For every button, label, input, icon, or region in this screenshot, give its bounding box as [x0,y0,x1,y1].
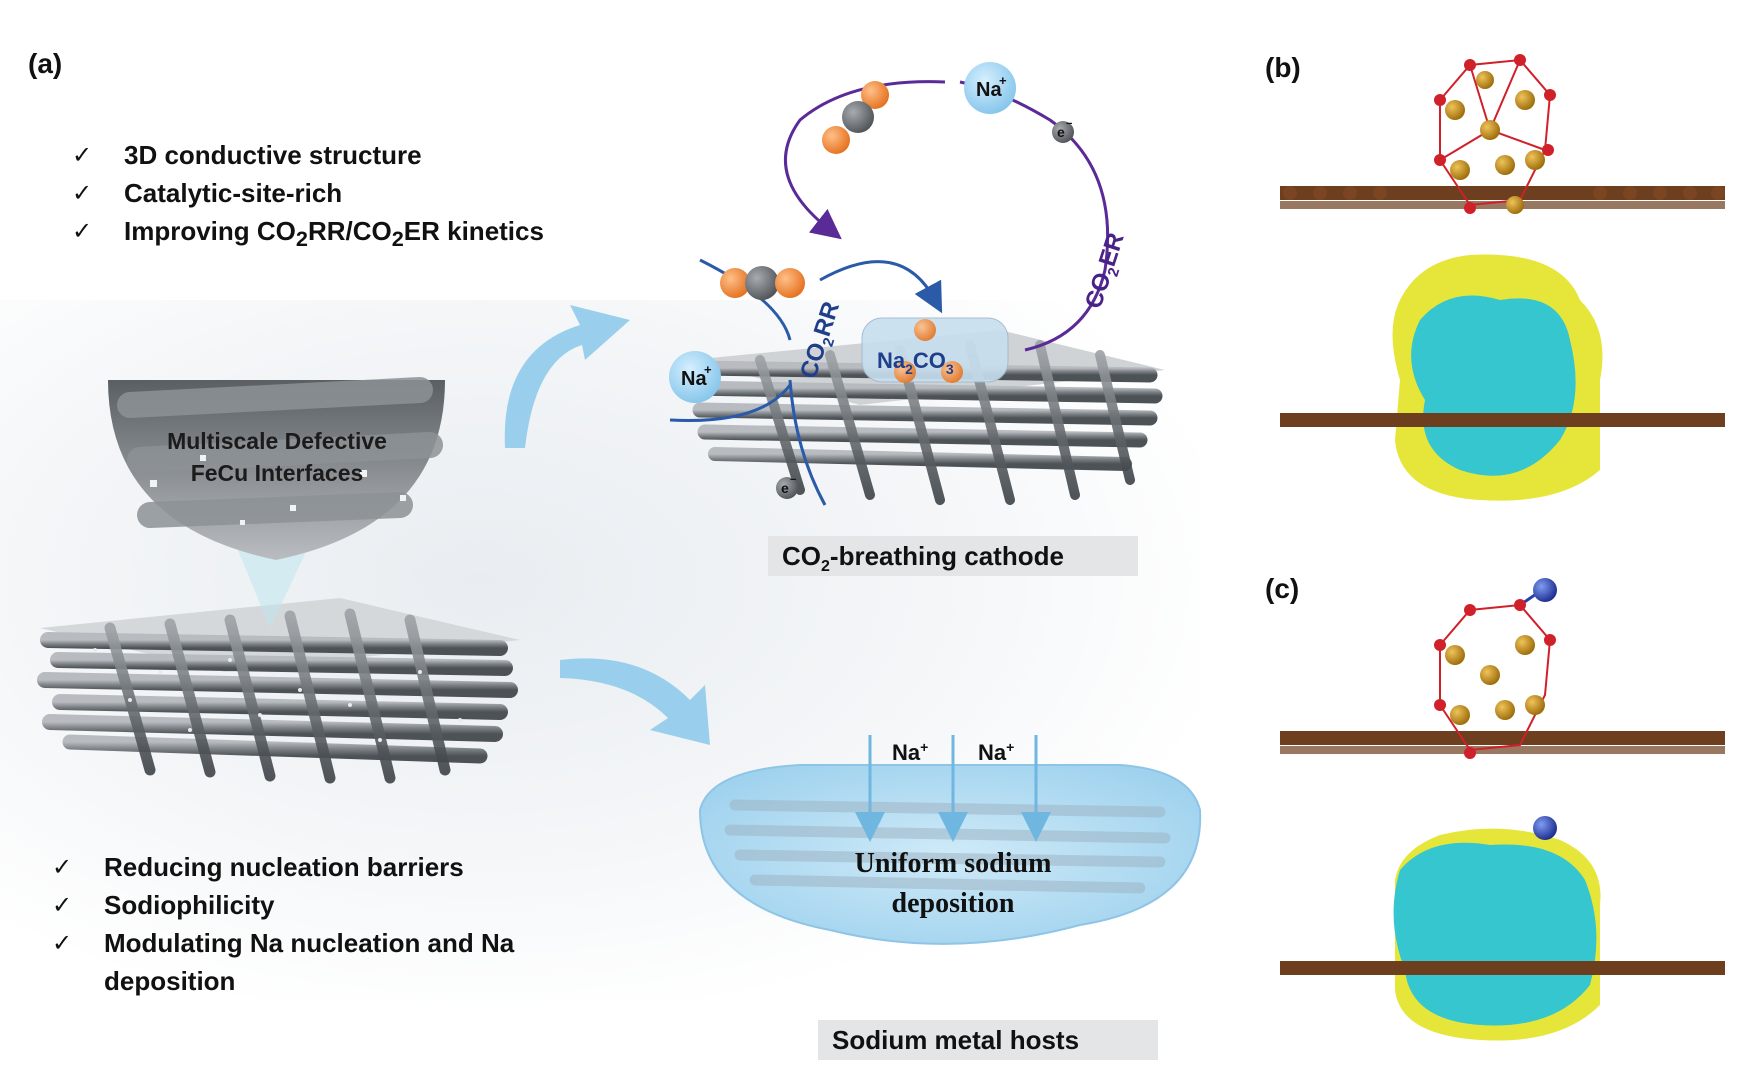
electron-top: e − [1052,118,1074,143]
feature-list-top: ✓ 3D conductive structure ✓ Catalytic-site… [72,136,544,258]
co2rr-arrow [819,260,943,314]
na-ion-top-label: Na [976,79,1002,101]
interface-label: Multiscale Defective FeCu Interfaces [118,425,436,489]
electron-top-charge: − [1066,118,1072,130]
na-ion-top-charge: + [999,73,1007,88]
co2er-return-arc [784,80,946,240]
na2co3-product [861,317,1009,383]
electron-top-label: e [1057,124,1065,140]
feature-text: 3D conductive structure [124,140,422,170]
interface-label-line1: Multiscale Defective [167,428,387,454]
structure-c-top [1280,578,1725,759]
co2rr-electron-path [788,379,827,506]
panel-label-c: (c) [1265,573,1300,604]
co2rr-sodium-arc [669,384,792,423]
feature-text: Catalytic-site-rich [124,178,343,208]
co2-molecule-left [720,266,805,300]
scaffold-lattice-left [37,598,520,784]
check-icon: ✓ [72,217,93,245]
uniform-deposition-line2: deposition [892,888,1015,919]
structure-b-top [1280,54,1725,214]
panel-label-a: (a) [28,48,63,79]
feature-text: Modulating Na nucleation and Na depositi… [104,928,515,996]
feature-text: Reducing nucleation barriers [104,852,464,882]
na-atom-c-top [1533,578,1557,602]
na2co3-label: Na2CO3 [877,348,954,377]
na-ion-left: Na + [669,351,721,403]
check-icon: ✓ [52,891,73,919]
structure-b-charge [1280,254,1725,501]
panel-label-b: (b) [1265,52,1301,83]
sodium-na-ion-left: Na+ [892,739,928,765]
electron-bottom: e − [776,474,798,499]
check-icon: ✓ [52,853,73,881]
sodium-host [698,735,1202,945]
co2rr-left-arc [699,258,792,341]
electron-bottom-label: e [781,480,789,496]
feature-item: ✓ Sodiophilicity [52,886,642,924]
sodium-host-caption: Sodium metal hosts [818,1020,1158,1060]
na-ion-left-charge: + [704,362,712,377]
feature-text: Sodiophilicity [104,890,275,920]
feature-text: Improving CO2RR/CO2ER kinetics [124,216,544,252]
check-icon: ✓ [72,141,93,169]
na-ion-left-label: Na [681,368,707,390]
feature-item: ✓ Catalytic-site-rich [72,174,544,212]
feature-list-bottom: ✓ Reducing nucleation barriers ✓ Sodiophil… [52,848,642,1000]
electron-bottom-charge: − [790,474,796,486]
co2er-loop [959,80,1110,352]
structure-c-charge [1280,816,1725,1041]
feature-item: ✓ Reducing nucleation barriers [52,848,642,886]
arrow-to-sodium-host [560,658,710,745]
feature-item: ✓ Modulating Na nucleation and Na deposit… [52,924,642,1000]
magnified-inset [108,377,445,628]
sodium-na-ion-right: Na+ [978,739,1014,765]
uniform-deposition-line1: Uniform sodium [855,848,1052,879]
check-icon: ✓ [52,929,73,957]
co2-molecule-top [822,81,889,154]
cathode-caption: CO2-breathing cathode [768,536,1138,576]
feature-item: ✓ Improving CO2RR/CO2ER kinetics [72,212,544,258]
co2er-label: CO2ER [1080,230,1133,313]
feature-item: ✓ 3D conductive structure [72,136,544,174]
interface-label-line2: FeCu Interfaces [190,460,364,486]
na-ion-top: Na + [964,62,1016,114]
arrow-to-cathode [504,305,630,448]
check-icon: ✓ [72,179,93,207]
